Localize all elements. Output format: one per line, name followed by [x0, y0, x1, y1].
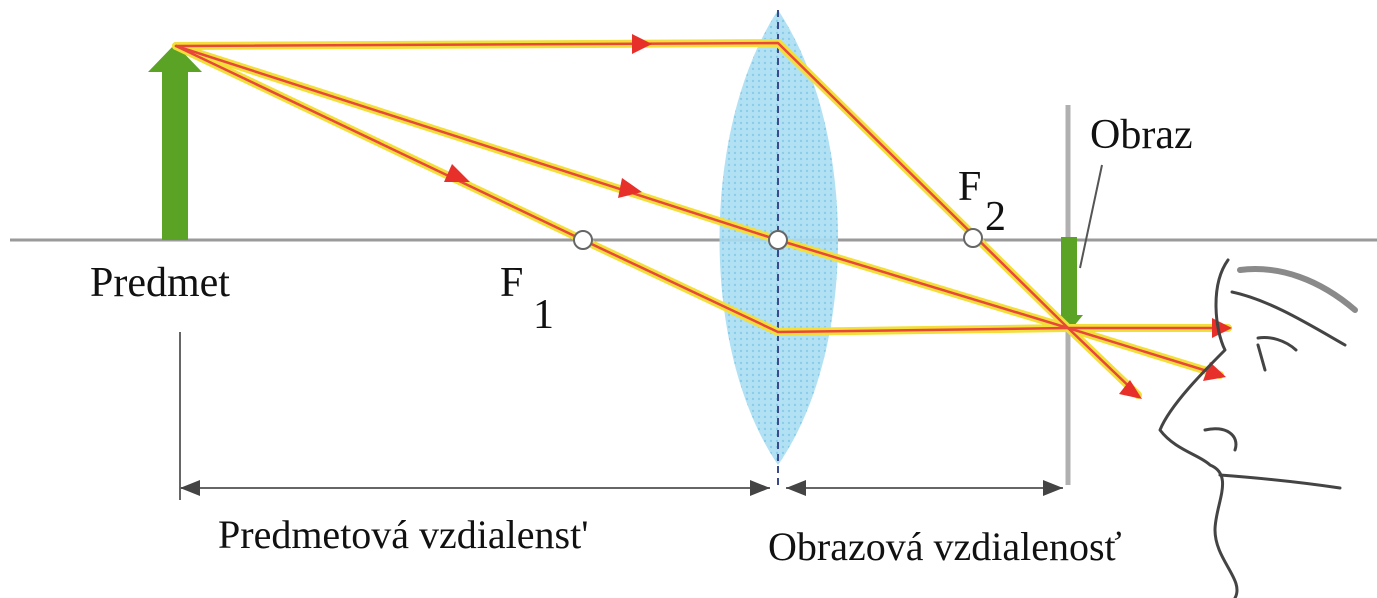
image-label: Obraz [1090, 112, 1193, 158]
image-distance-label: Obrazová vzdialenosť [768, 524, 1122, 569]
focus-2-subscript: 2 [985, 194, 1006, 240]
object-label: Predmet [90, 260, 230, 306]
observer-face-icon [1158, 258, 1358, 598]
lens-centre-point [768, 230, 788, 250]
dimension-arrowheads [180, 480, 1063, 496]
object-arrow [148, 44, 202, 240]
focus-1-label: F [500, 260, 523, 306]
image-label-leader [1079, 164, 1103, 269]
object-distance-label: Predmetová vzdialenst' [218, 512, 588, 557]
focal-point-f1 [573, 230, 593, 250]
focal-point-f2 [963, 228, 983, 248]
focus-2-label: F [958, 164, 981, 210]
focus-1-subscript: 1 [533, 292, 554, 338]
dimension-lines [179, 332, 1063, 500]
